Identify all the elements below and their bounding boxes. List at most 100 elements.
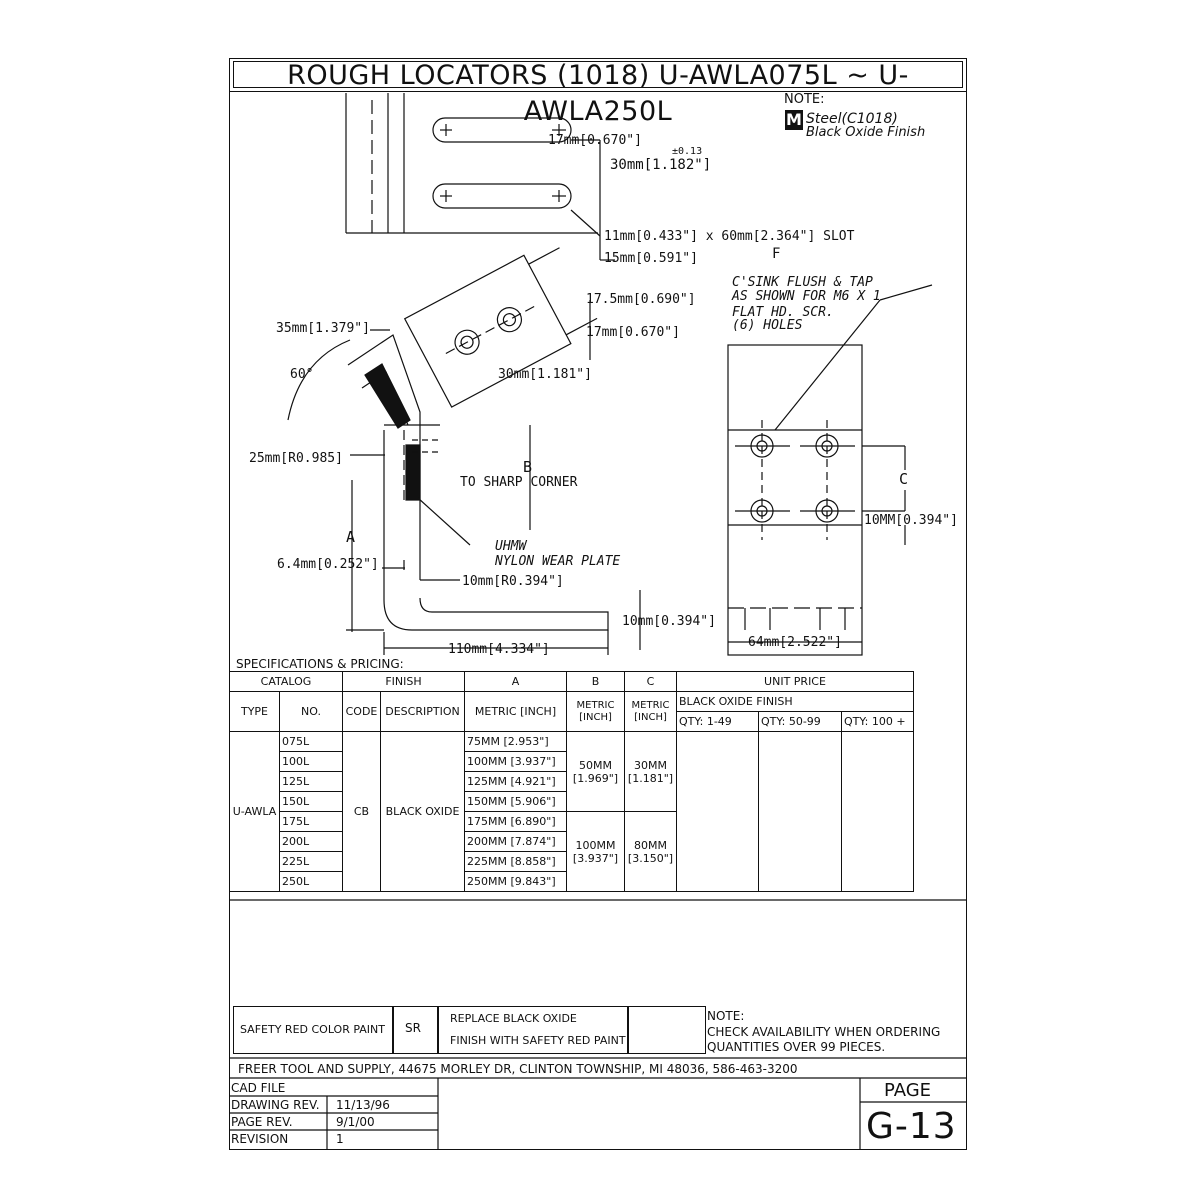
company-address: FREER TOOL AND SUPPLY, 44675 MORLEY DR, …	[238, 1062, 798, 1076]
dim-b-label: B	[523, 458, 533, 476]
top-view-plate	[345, 93, 615, 261]
header-metric-a: METRIC [INCH]	[464, 691, 567, 732]
header-metric-b: METRIC [INCH]	[566, 691, 625, 732]
no-cell: 200L	[279, 831, 343, 852]
safety-note-1: NOTE:	[707, 1009, 745, 1023]
dim-110mm: 110mm[4.334"]	[448, 642, 550, 657]
price-cell-1	[676, 731, 759, 892]
header-c: C	[624, 671, 677, 692]
safety-note-2: CHECK AVAILABILITY WHEN ORDERING	[707, 1025, 941, 1039]
a-cell: 225MM [8.858"]	[464, 851, 567, 872]
safety-desc-1: REPLACE BLACK OXIDE	[450, 1012, 577, 1025]
csink-note-2: AS SHOWN FOR M6 X 1	[732, 289, 881, 304]
c-inch-1: [1.181"]	[627, 771, 674, 785]
note-label: NOTE:	[784, 92, 825, 107]
a-cell: 100MM [3.937"]	[464, 751, 567, 772]
description-cell: BLACK OXIDE	[380, 731, 465, 892]
page-number: G-13	[866, 1106, 957, 1147]
safety-desc-box	[438, 1006, 628, 1054]
safety-label: SAFETY RED COLOR PAINT	[240, 1023, 386, 1036]
dim-c-label: C	[899, 470, 909, 488]
drawing-rev-label: DRAWING REV.	[231, 1098, 320, 1112]
dim-angle: 60°	[290, 367, 314, 382]
no-cell: 175L	[279, 811, 343, 832]
a-cell: 200MM [7.874"]	[464, 831, 567, 852]
dim-17-5mm: 17.5mm[0.690"]	[586, 292, 696, 307]
cad-file-label: CAD FILE	[231, 1081, 286, 1095]
header-black-oxide: BLACK OXIDE FINISH	[676, 691, 914, 712]
title-bar: ROUGH LOCATORS (1018) U-AWLA075L ~ U-AWL…	[229, 58, 967, 127]
page-label: PAGE	[884, 1080, 932, 1101]
dim-slot: 11mm[0.433"] x 60mm[2.364"] SLOT	[604, 229, 855, 244]
dim-64mm: 64mm[2.522"]	[748, 635, 842, 650]
c-cell-2: 80MM[3.150"]	[624, 811, 677, 892]
safety-label-box	[233, 1006, 393, 1054]
finish-text: Black Oxide Finish	[806, 125, 926, 140]
csink-note-4: (6) HOLES	[732, 318, 803, 333]
a-cell: 150MM [5.906"]	[464, 791, 567, 812]
csink-note-3: FLAT HD. SCR.	[732, 305, 834, 320]
b-metric-1: 50MM	[579, 758, 612, 772]
price-cell-3	[841, 731, 914, 892]
header-qty-2: QTY: 50-99	[758, 711, 842, 732]
dim-17mm: 17mm[0.670"]	[548, 133, 642, 148]
b-inch-2: [3.937"]	[572, 851, 619, 865]
right-view-F	[727, 284, 933, 656]
dim-r10: 10mm[R0.394"]	[462, 574, 564, 589]
dim-10mm-b: 10MM[0.394"]	[864, 513, 958, 528]
a-cell: 175MM [6.890"]	[464, 811, 567, 832]
header-finish: FINISH	[342, 671, 465, 692]
header-a: A	[464, 671, 567, 692]
dim-a-label: A	[346, 528, 356, 546]
safety-code-box	[393, 1006, 438, 1054]
csink-note-1: C'SINK FLUSH & TAP	[732, 275, 873, 290]
header-qty-1: QTY: 1-49	[676, 711, 759, 732]
safety-price-box	[628, 1006, 706, 1054]
side-profile	[287, 300, 641, 655]
b-cell-1: 50MM[1.969"]	[566, 731, 625, 812]
b-inch-1: [1.969"]	[572, 771, 619, 785]
dim-6-4mm: 6.4mm[0.252"]	[277, 557, 379, 572]
material-code-badge: M	[785, 110, 803, 130]
title-frame	[233, 61, 963, 88]
safety-desc-2: FINISH WITH SAFETY RED PAINT	[450, 1034, 626, 1047]
dim-15mm: 15mm[0.591"]	[604, 251, 698, 266]
sharp-corner-note: TO SHARP CORNER	[460, 475, 578, 490]
type-cell: U-AWLA	[229, 731, 280, 892]
price-cell-2	[758, 731, 842, 892]
spec-table: CATALOG FINISH A B C UNIT PRICE TYPE NO.…	[229, 671, 914, 892]
code-cell: CB	[342, 731, 381, 892]
safety-code: SR	[405, 1021, 421, 1035]
c-inch-2: [3.150"]	[627, 851, 674, 865]
dim-35mm: 35mm[1.379"]	[276, 321, 370, 336]
dim-30mm-b: 30mm[1.181"]	[498, 367, 592, 382]
nylon-note: NYLON WEAR PLATE	[495, 554, 621, 569]
header-catalog: CATALOG	[229, 671, 343, 692]
header-description: DESCRIPTION	[380, 691, 465, 732]
b-cell-2: 100MM[3.937"]	[566, 811, 625, 892]
drawing-sheet	[229, 58, 967, 1150]
header-qty-3: QTY: 100 +	[841, 711, 914, 732]
no-cell: 100L	[279, 751, 343, 772]
header-unit-price: UNIT PRICE	[676, 671, 914, 692]
page-rev-label: PAGE REV.	[231, 1115, 293, 1129]
material-text: Steel(C1018)	[806, 111, 898, 127]
header-no: NO.	[279, 691, 343, 732]
revision-label: REVISION	[231, 1132, 289, 1146]
page-title: ROUGH LOCATORS (1018) U-AWLA075L ~ U-AWL…	[287, 60, 909, 127]
a-cell: 75MM [2.953"]	[464, 731, 567, 752]
page-rev-value: 9/1/00	[336, 1115, 375, 1129]
safety-note-3: QUANTITIES OVER 99 PIECES.	[707, 1040, 886, 1054]
dim-30mm: 30mm[1.182"]	[610, 157, 712, 173]
c-metric-2: 80MM	[634, 838, 667, 852]
dim-r25: 25mm[R0.985]	[249, 451, 343, 466]
no-cell: 225L	[279, 851, 343, 872]
header-code: CODE	[342, 691, 381, 732]
b-metric-2: 100MM	[575, 838, 616, 852]
no-cell: 075L	[279, 731, 343, 752]
no-cell: 125L	[279, 771, 343, 792]
c-metric-1: 30MM	[634, 758, 667, 772]
angled-block	[403, 247, 598, 408]
no-cell: 150L	[279, 791, 343, 812]
specs-label: SPECIFICATIONS & PRICING:	[236, 657, 404, 671]
